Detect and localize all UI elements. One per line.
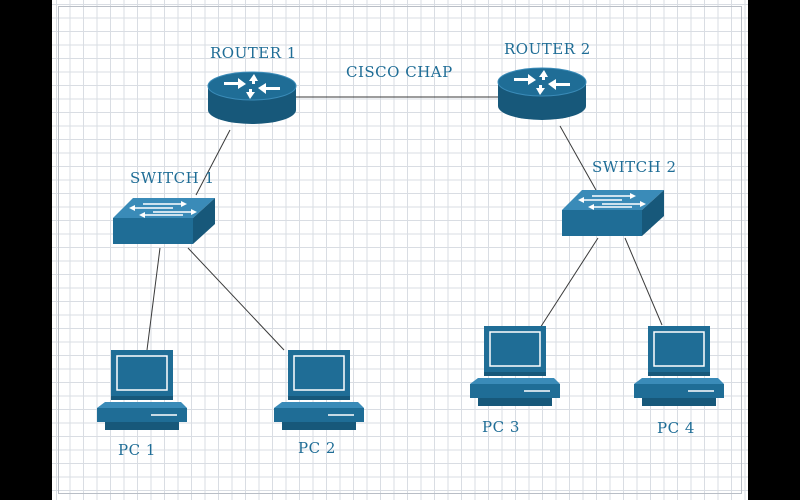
link-switch2-pc3: [539, 237, 599, 329]
router-1-label: ROUTER 1: [210, 44, 297, 62]
link-router1-switch1: [195, 129, 231, 196]
links: [146, 96, 663, 351]
switch-icon: [112, 197, 216, 245]
router-2-label: ROUTER 2: [504, 40, 591, 58]
switch-1-label: SWITCH 1: [130, 169, 215, 187]
pc-3[interactable]: [469, 325, 561, 407]
pc-1[interactable]: [96, 349, 188, 431]
pc-icon: [96, 349, 188, 431]
switch-2-label: SWITCH 2: [592, 158, 677, 176]
pc-icon: [469, 325, 561, 407]
link-switch1-pc1: [146, 247, 161, 351]
pc-icon: [633, 325, 725, 407]
link-label: CISCO CHAP: [346, 63, 453, 81]
pc-icon: [273, 349, 365, 431]
link-switch2-pc4: [624, 237, 663, 326]
router-icon: [207, 71, 297, 125]
pc-2-label: PC 2: [298, 439, 336, 457]
pc-4-label: PC 4: [657, 419, 695, 437]
router-icon: [497, 67, 587, 121]
pc-3-label: PC 3: [482, 418, 520, 436]
pc-2[interactable]: [273, 349, 365, 431]
link-switch1-pc2: [187, 247, 285, 351]
pc-1-label: PC 1: [118, 441, 156, 459]
switch-icon: [561, 189, 665, 237]
switch-1[interactable]: [112, 197, 216, 245]
link-router2-switch2: [559, 125, 597, 191]
switch-2[interactable]: [561, 189, 665, 237]
pc-4[interactable]: [633, 325, 725, 407]
router-1[interactable]: [207, 71, 297, 125]
router-2[interactable]: [497, 67, 587, 121]
